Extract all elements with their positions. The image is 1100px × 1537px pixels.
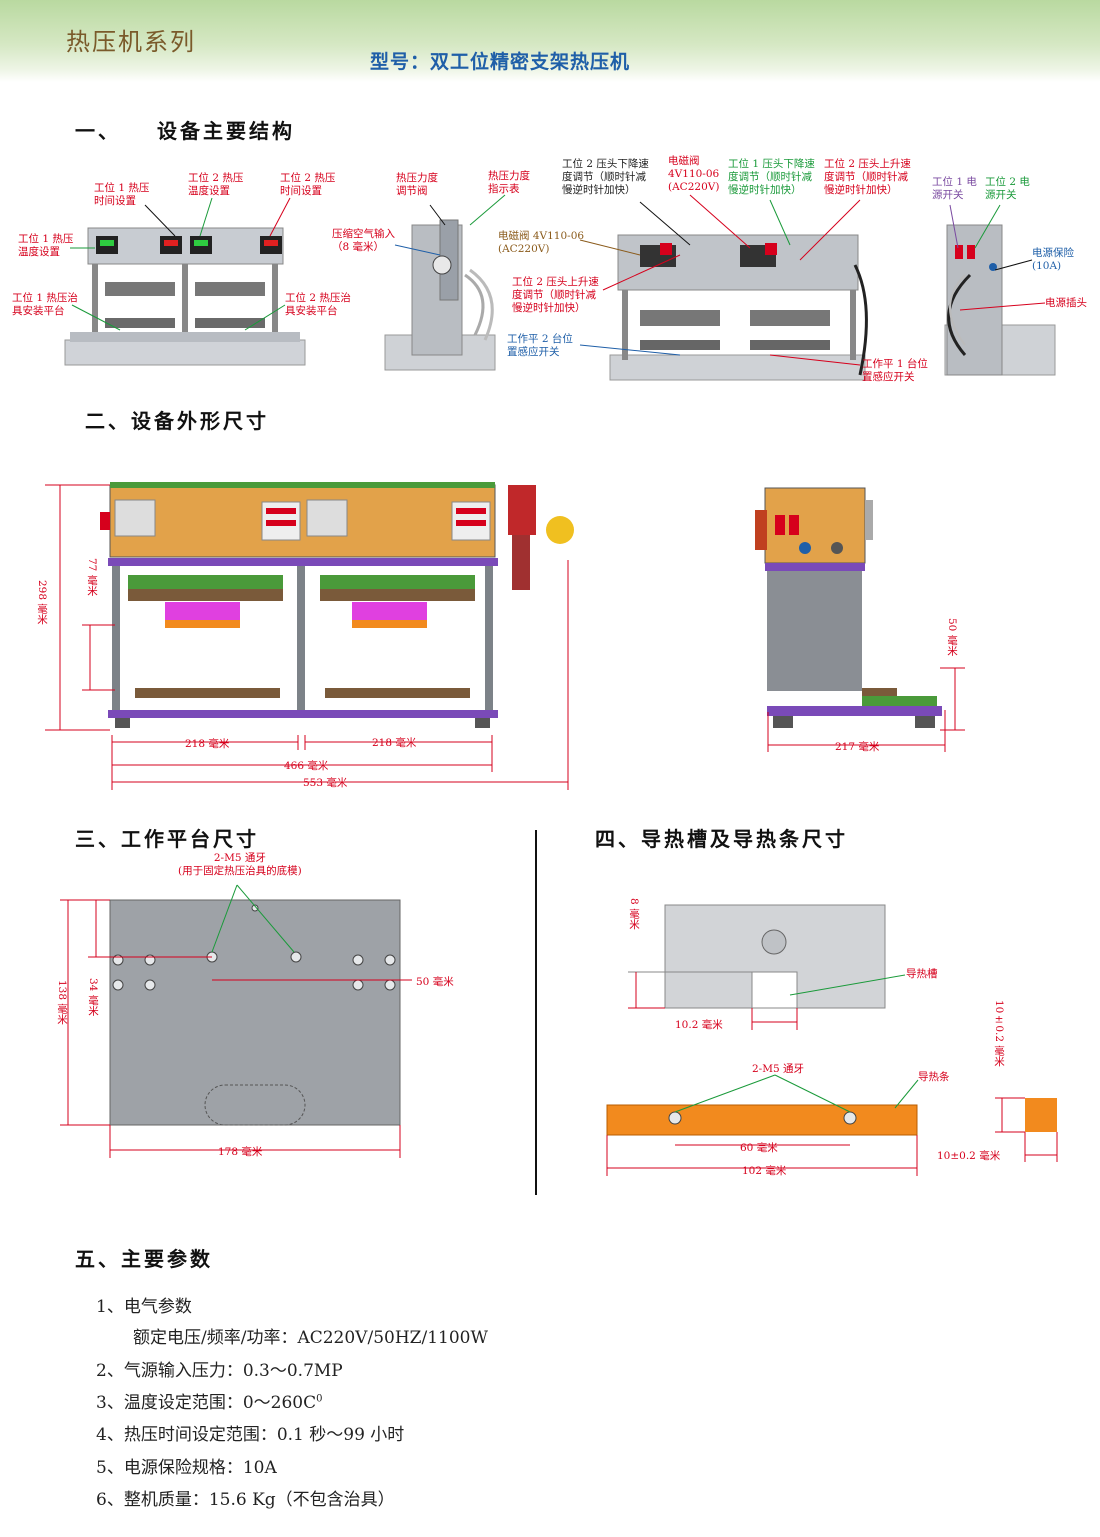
model-title: 型号：双工位精密支架热压机 [370,51,631,73]
dim-w60: 60 毫米 [740,1142,778,1154]
param-electrical: 1、电气参数 [96,1297,192,1317]
dim-w50: 50 毫米 [416,976,454,988]
side-dimension-lines [767,667,965,752]
side-machine-photo [384,219,496,371]
front-leader-lines [70,197,291,331]
dim-w178: 178 毫米 [218,1146,263,1158]
label-fuse: 电源保险 (10A) [1032,247,1074,272]
label-solenoid-top: 电磁阀 4V110-06 (AC220V) [668,155,720,193]
front-dimension-lines [45,484,569,790]
groove-and-bar-drawing [606,904,1058,1176]
label-t1-sensor: 工作平 1 台位 置感应开关 [862,358,928,383]
header-banner [0,0,1100,82]
param-time-range: 4、热压时间设定范围：0.1 秒～99 小时 [96,1425,405,1445]
label-force-gauge: 热压力度 指示表 [488,170,530,195]
label-groove: 导热槽 [906,968,938,980]
label-t1-fixture: 工位 1 热压治 具安装平台 [12,292,78,317]
label-t2-up-top: 工位 2 压头上升速 度调节（顺时针减 慢逆时针加快） [824,158,911,196]
label-t2-sensor: 工作平 2 台位 置感应开关 [507,333,573,358]
dim-h77: 77 毫米 [86,558,98,596]
label-t2-fixture: 工位 2 热压治 具安装平台 [285,292,351,317]
right-leader-lines [949,204,1046,311]
side-leader-lines [394,194,506,256]
dim-w102: 102 毫米 [742,1165,787,1177]
label-air-input: 压缩空气输入 （8 毫米） [332,228,395,253]
side-dimension-drawing [755,487,942,728]
label-t2-down: 工位 2 压头下降速 度调节（顺时针减 慢逆时针加快） [562,158,649,196]
right-machine-photo [944,224,1056,376]
label-t1-switch: 工位 1 电 源开关 [932,176,977,201]
label-plug: 电源插头 [1045,297,1087,309]
label-t1-time: 工位 1 热压 时间设置 [94,182,150,207]
label-solenoid-left: 电磁阀 4V110-06 (AC220V) [498,230,585,255]
dim-w218a: 218 毫米 [185,738,230,750]
label-t2-switch: 工位 2 电 源开关 [985,176,1030,201]
section2-title: 二、设备外形尺寸 [85,409,269,433]
param-weight: 6、整机质量：15.6 Kg（不包含治具） [96,1490,395,1510]
dim-h8: 8 毫米 [628,898,640,930]
series-title: 热压机系列 [66,28,196,56]
section5-title: 五、主要参数 [75,1247,213,1271]
dim-w218b: 218 毫米 [372,737,417,749]
dim-h298: 298 毫米 [36,580,48,625]
param-temp-range: 3、温度设定范围：0～260C0 [96,1388,322,1413]
section3-title: 三、工作平台尺寸 [75,827,259,851]
section-divider [535,830,537,1195]
label-bar: 导热条 [918,1071,950,1083]
section1-title: 一、 设备主要结构 [75,119,295,143]
dim-w10-2: 10.2 毫米 [675,1019,723,1031]
front-dimension-drawing [100,482,574,728]
dim-w217: 217 毫米 [835,741,880,753]
param-voltage: 额定电压/频率/功率：AC220V/50HZ/1100W [133,1328,488,1348]
dim-w466: 466 毫米 [284,760,329,772]
label-force-valve: 热压力度 调节阀 [396,172,438,197]
back-leader-lines [579,194,861,366]
param-temp-sup: 0 [316,1393,323,1405]
label-t2-time: 工位 2 热压 时间设置 [280,172,336,197]
front-machine-photo [64,227,306,366]
dim-w553: 553 毫米 [303,777,348,789]
platform-thread-note: 2-M5 通牙 (用于固定热压治具的底模) [178,852,302,877]
label-t1-down: 工位 1 压头下降速 度调节（顺时针减 慢逆时针加快） [728,158,815,196]
param-temp-range-text: 3、温度设定范围：0～260C [96,1393,317,1413]
label-t2-temp: 工位 2 热压 温度设置 [188,172,244,197]
dim-h50: 50 毫米 [946,618,958,656]
section4-title: 四、导热槽及导热条尺寸 [595,827,848,851]
dim-h10v: 10±0.2 毫米 [993,1000,1005,1067]
dim-h138: 138 毫米 [56,980,68,1025]
dim-w10h: 10±0.2 毫米 [937,1150,1001,1162]
dim-h34: 34 毫米 [87,978,99,1016]
back-machine-photo [609,234,868,381]
label-t2-up-left: 工位 2 压头上升速 度调节（顺时针减 慢逆时针加快） [512,276,599,314]
param-fuse: 5、电源保险规格：10A [96,1458,277,1478]
label-bar-thread: 2-M5 通牙 [752,1063,804,1075]
platform-drawing [60,884,412,1158]
param-air-pressure: 2、气源输入压力：0.3～0.7MP [96,1361,343,1381]
label-t1-temp: 工位 1 热压 温度设置 [18,233,74,258]
